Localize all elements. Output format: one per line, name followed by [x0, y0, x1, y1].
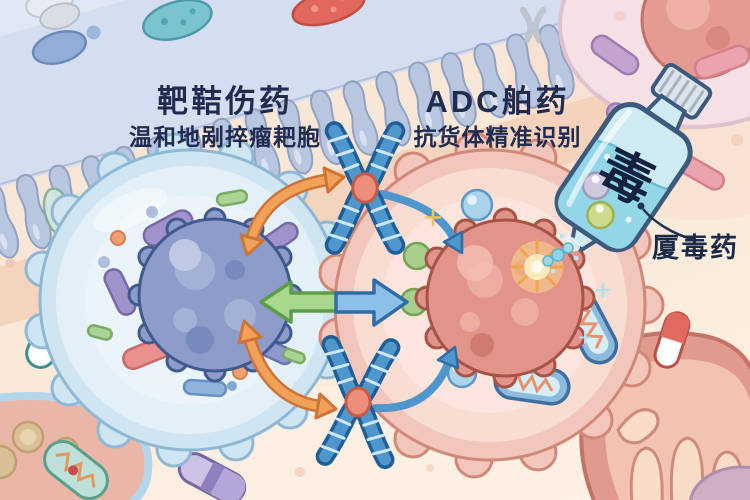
chromosome-tail-arrows [372, 190, 464, 413]
membrane-dot [86, 25, 101, 40]
left-cell [24, 132, 359, 468]
left-label-block: 靶鞊伤药 温和地剐捽瘤耙胞 [118, 84, 332, 150]
orange-arrow-bottom [237, 319, 338, 420]
right-label-block: ADC舶药 抗货体精准识别 [400, 84, 595, 150]
membrane-organelle-red [291, 0, 366, 27]
drug-sphere-green [586, 200, 615, 230]
membrane-vesicle [39, 2, 81, 30]
teal-mitochondrion [43, 440, 109, 500]
droplet-stream [542, 233, 580, 273]
poison-bottle-label: 厦毒药 [652, 233, 739, 263]
membrane-organelle-blue [31, 29, 87, 65]
left-title: 靶鞊伤药 [157, 84, 293, 119]
right-subtitle: 抗货体精准识别 [413, 123, 582, 150]
purple-capsule [177, 452, 247, 500]
right-cell [318, 131, 665, 479]
label-pointer-line [637, 202, 696, 242]
blue-arrow-right [334, 278, 409, 327]
membrane-organelle-teal [142, 0, 213, 41]
poison-bottle: 毒 [554, 62, 713, 253]
red-white-capsule [653, 311, 691, 369]
orange-arrow-top [239, 166, 346, 257]
left-subtitle: 温和地剐捽瘤耙胞 [129, 123, 321, 150]
right-title: ADC舶药 [425, 84, 570, 119]
faint-chromosome [519, 6, 547, 44]
